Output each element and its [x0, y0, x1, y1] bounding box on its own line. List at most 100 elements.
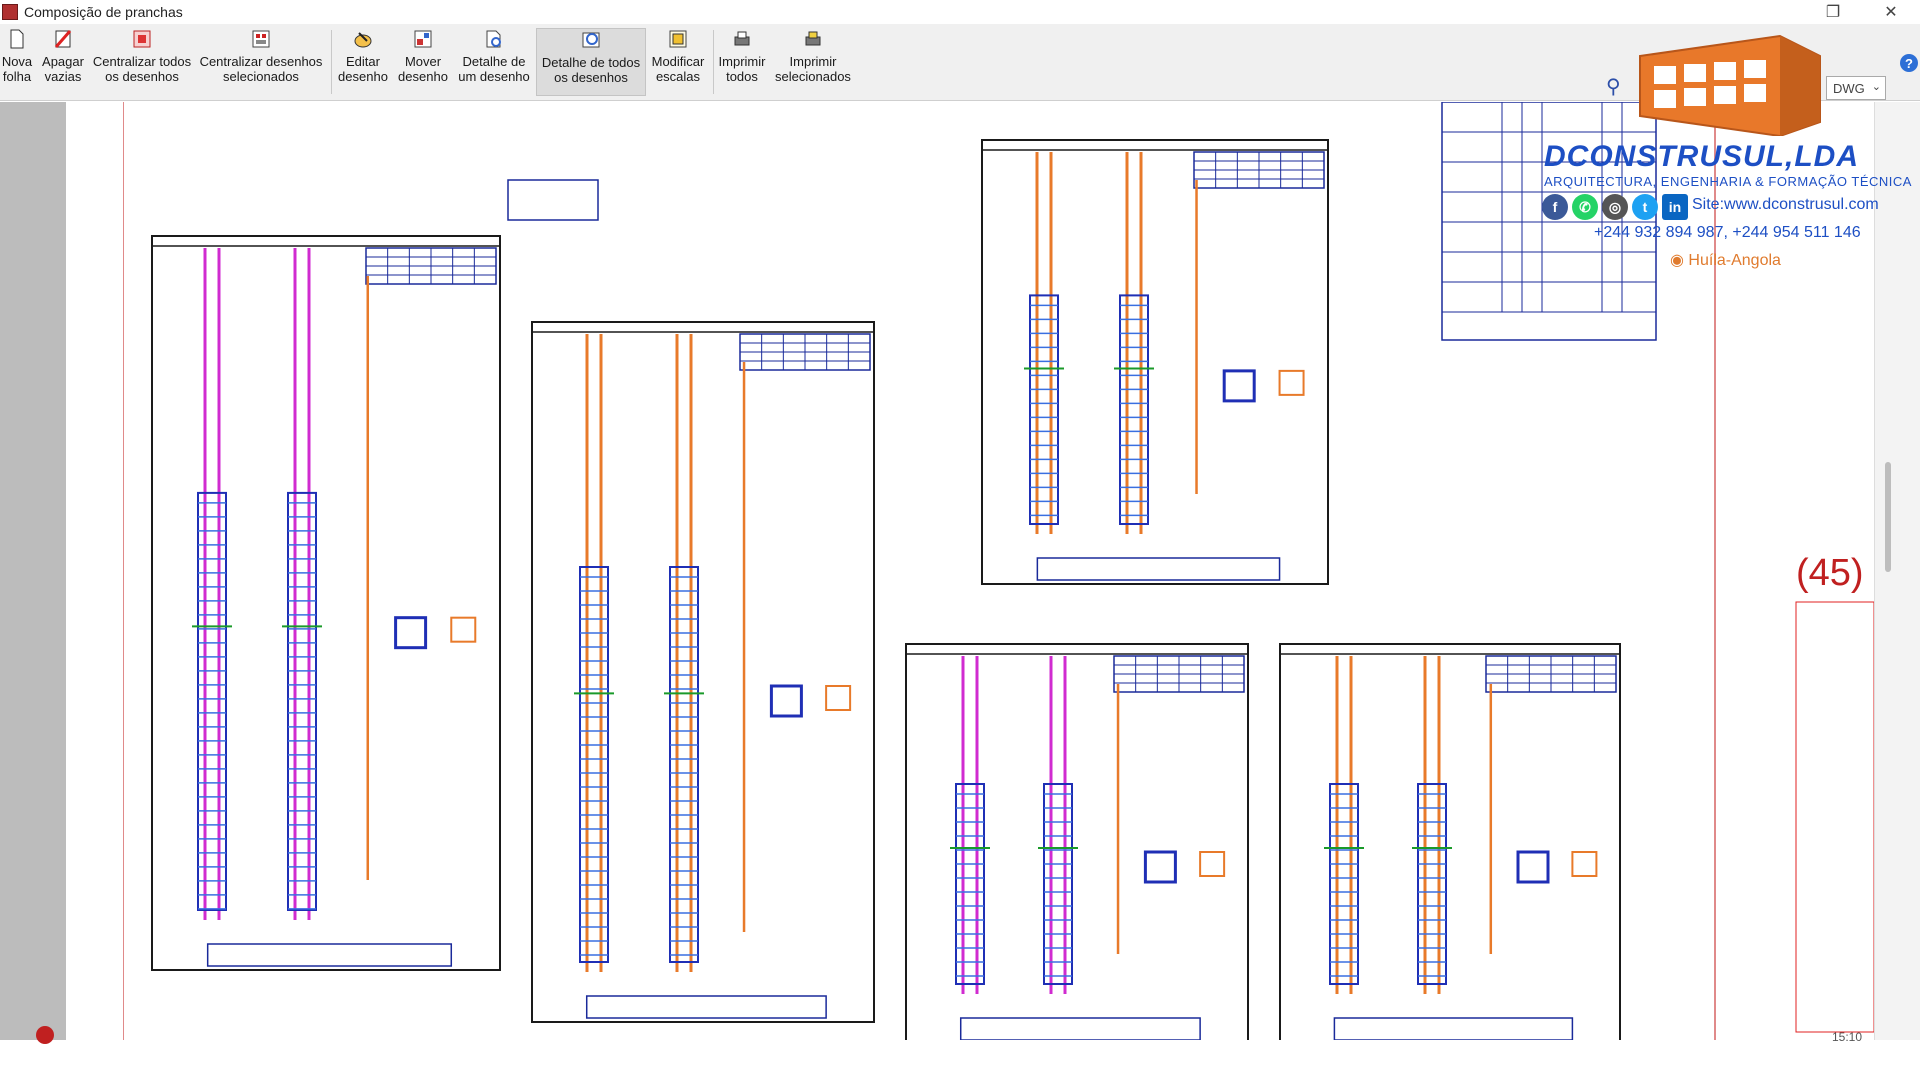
button-label: Detalhe de	[462, 54, 526, 69]
column-cage	[1329, 783, 1359, 985]
restore-button[interactable]: ❐	[1804, 0, 1862, 24]
button-label: um desenho	[458, 69, 530, 84]
button-label: Editar	[346, 54, 380, 69]
next-sheet-frame	[1795, 601, 1874, 1033]
section-detail	[450, 616, 477, 643]
column-cage	[287, 491, 317, 911]
modify-scales-button[interactable]: Modificar escalas	[648, 28, 708, 96]
legend-box	[507, 179, 599, 221]
center-selected-icon	[250, 28, 272, 50]
print-all-button[interactable]: Imprimir todos	[716, 28, 768, 96]
detail-panel	[531, 321, 875, 1023]
brand-tagline: ARQUITECTURA, ENGENHARIA & FORMAÇÃO TÉCN…	[1544, 174, 1912, 189]
window-title: Composição de pranchas	[24, 4, 183, 20]
detail-all-button[interactable]: Detalhe de todos os desenhos	[536, 28, 646, 96]
center-all-button[interactable]: Centralizar todos os desenhos	[92, 28, 192, 96]
title-block	[959, 1017, 1201, 1040]
zoom-tool-icon[interactable]: ⚲	[1606, 76, 1621, 98]
detail-one-button[interactable]: Detalhe de um desenho	[456, 28, 532, 96]
section-detail	[1222, 369, 1256, 403]
button-label: todos	[726, 69, 758, 84]
help-icon[interactable]: ?	[1900, 54, 1918, 72]
close-icon: ✕	[1884, 4, 1898, 21]
facebook-icon: f	[1542, 194, 1568, 220]
vertical-scrollbar[interactable]	[1874, 102, 1920, 1040]
close-button[interactable]: ✕	[1862, 0, 1920, 24]
chevron-down-icon: ⌄	[1871, 81, 1881, 93]
column-cage	[197, 491, 227, 911]
print-selected-icon	[802, 28, 824, 50]
whatsapp-icon: ✆	[1572, 194, 1598, 220]
button-label: os desenhos	[554, 70, 628, 85]
phone-numbers: +244 932 894 987, +244 954 511 146	[1594, 224, 1861, 241]
app-icon	[2, 4, 18, 20]
detail-panel	[151, 235, 501, 971]
move-drawing-button[interactable]: Mover desenho	[394, 28, 452, 96]
column-cage	[579, 566, 609, 963]
modify-scales-icon	[667, 28, 689, 50]
button-label: Imprimir	[789, 54, 837, 69]
column-cage	[669, 566, 699, 963]
section-detail	[1278, 369, 1305, 396]
button-label: desenho	[398, 69, 448, 84]
title-block	[585, 995, 827, 1019]
button-label: os desenhos	[105, 69, 179, 84]
format-select-value: DWG	[1833, 80, 1865, 96]
center-selected-button[interactable]: Centralizar desenhos selecionados	[198, 28, 324, 96]
toolbar: Nova folha Apagar vazias Centralizar tod…	[0, 24, 1920, 101]
delete-empty-button[interactable]: Apagar vazias	[38, 28, 88, 96]
location-pin-icon: ◉	[1670, 252, 1684, 269]
status-indicator	[36, 1026, 54, 1044]
column-cage	[955, 783, 985, 985]
brand-name: DCONSTRUSUL,LDA	[1544, 140, 1859, 173]
drawing-canvas	[151, 102, 1874, 1040]
sheet-border-line	[1714, 102, 1716, 1040]
button-label: folha	[2, 69, 32, 84]
new-sheet-icon	[6, 28, 28, 50]
button-label: Apagar	[42, 54, 84, 69]
button-label: Centralizar desenhos	[199, 54, 323, 69]
button-label: selecionados	[775, 69, 851, 84]
button-label: Imprimir	[718, 54, 766, 69]
section-detail	[1143, 850, 1177, 884]
button-label: Nova	[1, 54, 33, 69]
drawing-workspace[interactable]: (45)	[0, 102, 1920, 1040]
button-label: vazias	[44, 69, 82, 84]
format-select[interactable]: DWG ⌄	[1826, 76, 1886, 100]
title-bar: Composição de pranchas ❐ ✕	[0, 0, 1920, 24]
status-bar	[0, 1040, 1920, 1080]
scrollbar-thumb[interactable]	[1885, 462, 1891, 572]
button-label: Mover	[404, 54, 442, 69]
column-cage	[1119, 294, 1149, 525]
move-drawing-icon	[412, 28, 434, 50]
title-block	[206, 943, 453, 967]
print-selected-button[interactable]: Imprimir selecionados	[770, 28, 856, 96]
section-detail	[394, 616, 428, 650]
button-label: escalas	[655, 69, 701, 84]
button-label: Detalhe de todos	[541, 55, 641, 70]
twitter-icon: t	[1632, 194, 1658, 220]
linkedin-icon: in	[1662, 194, 1688, 220]
sheet-number-label: (45)	[1796, 552, 1864, 594]
print-all-icon	[731, 28, 753, 50]
location-label: Huíla-Angola	[1688, 252, 1781, 269]
title-block	[1036, 557, 1281, 581]
section-detail	[1199, 851, 1226, 877]
new-sheet-button[interactable]: Nova folha	[0, 28, 34, 96]
edit-drawing-button[interactable]: Editar desenho	[336, 28, 390, 96]
toolbar-separator	[331, 30, 332, 94]
website-text: Site:www.dconstrusul.com	[1692, 196, 1879, 213]
status-time: 15:10	[1832, 1030, 1863, 1044]
column-cage	[1417, 783, 1447, 985]
instagram-icon: ◎	[1602, 194, 1628, 220]
section-detail	[769, 684, 803, 718]
detail-all-icon	[580, 29, 602, 51]
title-block	[1333, 1017, 1574, 1040]
detail-one-icon	[483, 28, 505, 50]
edit-drawing-icon	[352, 28, 374, 50]
location-text: ◉ Huíla-Angola	[1670, 250, 1781, 270]
section-detail	[1516, 850, 1550, 884]
button-label: Centralizar todos	[92, 54, 192, 69]
center-all-icon	[131, 28, 153, 50]
button-label: Modificar	[651, 54, 705, 69]
